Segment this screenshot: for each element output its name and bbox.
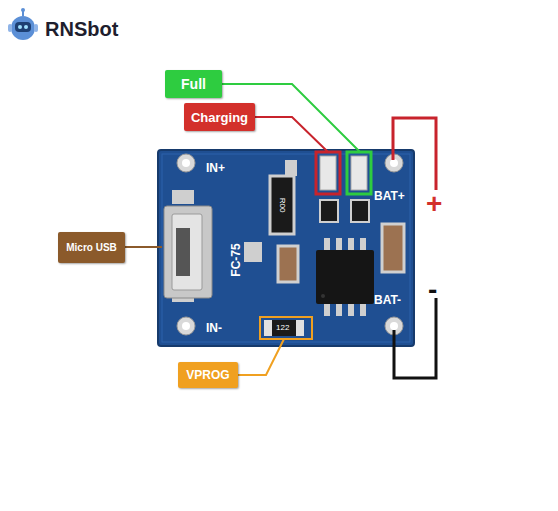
ic-body — [316, 250, 374, 304]
board-label: R00 — [278, 198, 286, 213]
highlight-box — [347, 152, 371, 194]
pad-hole — [177, 317, 195, 335]
resistor-smd — [320, 200, 338, 222]
board-label: FC-75 — [230, 243, 242, 276]
leader-line — [255, 117, 328, 152]
charger-ic — [316, 238, 374, 316]
led-full — [351, 156, 367, 190]
logo-ear — [34, 24, 38, 32]
hole — [390, 159, 398, 167]
usb-connector — [164, 206, 212, 298]
resistor-pad — [264, 320, 304, 336]
solder-pad — [172, 190, 194, 204]
pcb-edge — [162, 154, 410, 342]
board-label: IN+ — [206, 162, 225, 174]
ic-dot — [321, 294, 325, 298]
resistor-smd — [270, 176, 294, 234]
logo-text: RNSbot — [45, 19, 118, 39]
callout-box: Micro USB — [58, 232, 125, 263]
callout-box: Charging — [184, 103, 255, 131]
board-label: IN- — [206, 322, 222, 334]
pcb-board — [158, 150, 414, 346]
callout-text: Charging — [191, 110, 248, 125]
polarity-mark: + — [426, 190, 442, 218]
callout-box: VPROG — [178, 362, 238, 388]
usb-opening — [176, 228, 190, 276]
callout-box: Full — [165, 70, 222, 98]
battery-wire — [393, 118, 436, 190]
leader-line — [125, 246, 162, 248]
callout-text: Micro USB — [66, 242, 117, 253]
logo-ear — [8, 24, 12, 32]
board-label: BAT+ — [374, 190, 405, 202]
capacitor-smd — [278, 246, 298, 282]
logo-antenna-tip — [21, 8, 25, 12]
hole — [182, 159, 190, 167]
leader-line — [238, 339, 284, 375]
board-label: BAT- — [374, 294, 401, 306]
capacitor-smd — [382, 224, 404, 272]
battery-wire — [394, 298, 436, 378]
resistor-smd — [272, 320, 296, 336]
usb-shell — [172, 214, 202, 290]
highlight-box — [260, 317, 312, 339]
board-label: 122 — [276, 324, 289, 332]
callout-text: Full — [181, 76, 206, 92]
logo-icon — [8, 8, 38, 40]
callout-text: VPROG — [186, 368, 229, 382]
led-charging — [320, 156, 336, 190]
solder-pad — [244, 242, 262, 262]
logo-eye — [24, 25, 28, 29]
logo-eye — [18, 25, 22, 29]
logo-head — [11, 16, 35, 40]
solder-pad — [285, 160, 297, 176]
resistor-smd — [351, 200, 369, 222]
highlight-box — [316, 152, 340, 194]
logo-face — [15, 22, 31, 32]
polarity-mark: - — [428, 276, 437, 304]
hole — [182, 322, 190, 330]
hole — [390, 322, 398, 330]
pad-hole — [177, 154, 195, 172]
